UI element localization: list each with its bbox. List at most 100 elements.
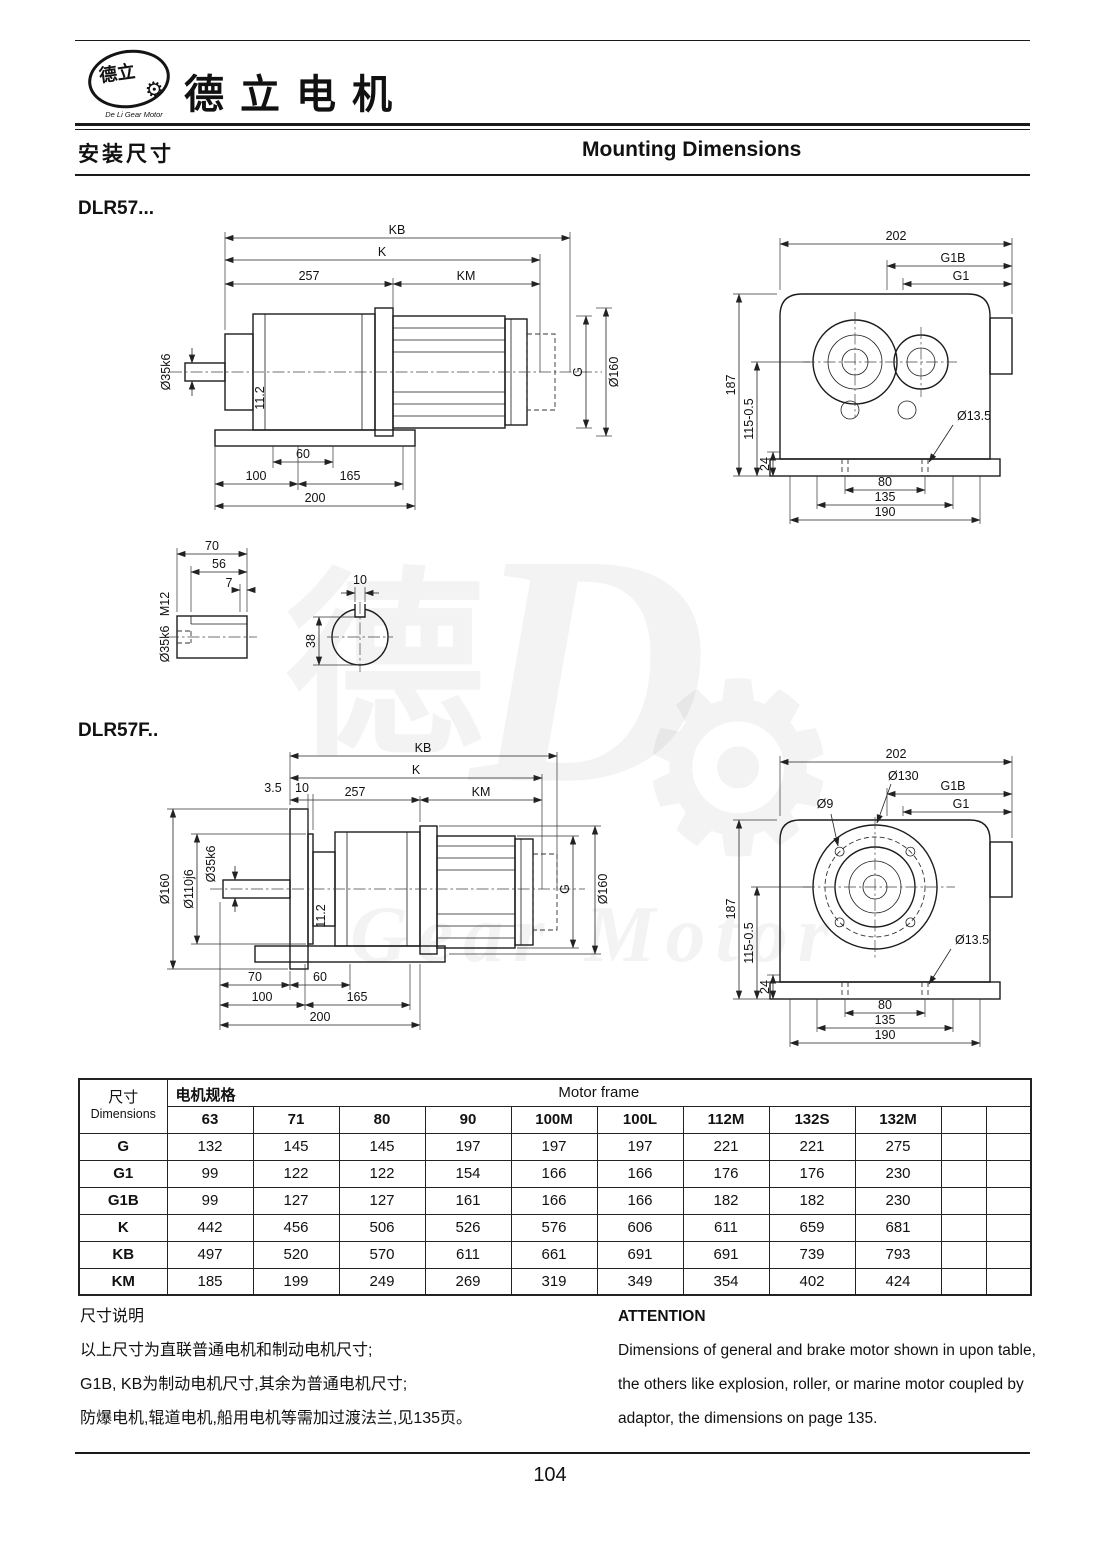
table-cell: 402 xyxy=(768,1267,856,1296)
dim-label: 10 xyxy=(353,573,367,587)
notes-zh-line: G1B, KB为制动电机尺寸,其余为普通电机尺寸; xyxy=(80,1376,408,1393)
dim-label: Ø13.5 xyxy=(957,409,991,423)
table-cell: 185 xyxy=(166,1267,254,1296)
dim-label: 165 xyxy=(347,990,368,1004)
empty-cell xyxy=(985,1240,1032,1269)
dim-label: Ø160 xyxy=(596,874,610,905)
motor-frame-label-en: Motor frame xyxy=(558,1084,640,1101)
drawing-dimensions: 70 56 7 M12 Ø35k6 10 38 xyxy=(158,540,379,666)
notes-en-line: Dimensions of general and brake motor sh… xyxy=(618,1342,1036,1359)
table-cell: 230 xyxy=(854,1159,942,1188)
empty-cell xyxy=(985,1267,1032,1296)
dlr57-side-view-drawing: KB K 257 KM Ø35k6 11.2 G Ø160 60 xyxy=(159,223,620,510)
table-cell: 127 xyxy=(252,1186,340,1215)
table-row: G1B 99 127 127 161 166 166 182 182 230 xyxy=(78,1186,1032,1215)
dim-label: M12 xyxy=(158,592,172,616)
dim-label: 100 xyxy=(252,990,273,1004)
dim-label: 187 xyxy=(725,375,738,396)
dim-label: K xyxy=(378,245,387,259)
frame-header-cell: 71 xyxy=(252,1105,340,1134)
notes-zh-line: 以上尺寸为直联普通电机和制动电机尺寸; xyxy=(80,1342,373,1359)
title-underline xyxy=(75,174,1030,176)
dim-label: KB xyxy=(389,223,406,237)
table-cell: 576 xyxy=(510,1213,598,1242)
attention-title: ATTENTION xyxy=(618,1308,706,1325)
empty-cell xyxy=(940,1267,987,1296)
dim-label: 24 xyxy=(758,457,772,471)
page-title-zh: 安装尺寸 xyxy=(78,143,174,166)
empty-cell xyxy=(940,1159,987,1188)
frame-header-cell: 112M xyxy=(682,1105,770,1134)
dim-label: 165 xyxy=(340,469,361,483)
dim-label: 200 xyxy=(310,1010,331,1024)
logo-gear-icon: ⚙ xyxy=(143,77,166,103)
drawing-dimensions: 202 G1B G1 187 115-0.5 24 Ø13.5 80 xyxy=(725,229,1013,524)
table-cell: 145 xyxy=(252,1132,340,1161)
dim-label: 187 xyxy=(725,899,738,920)
table-row: KM 185 199 249 269 319 349 354 402 424 xyxy=(78,1267,1032,1296)
empty-cell xyxy=(985,1213,1032,1242)
table-cell: 269 xyxy=(424,1267,512,1296)
row-label-cell: G xyxy=(78,1132,168,1161)
table-cell: 230 xyxy=(854,1186,942,1215)
page-number: 104 xyxy=(533,1464,567,1486)
dim-label: K xyxy=(412,763,421,777)
drawing-dimensions: KB K 257 KM 3.5 10 Ø160 Ø110j6 Ø35k6 11.… xyxy=(158,742,610,1030)
table-cell: 145 xyxy=(338,1132,426,1161)
frame-header-cell: 132M xyxy=(854,1105,942,1134)
dim-label: Ø35k6 xyxy=(158,626,172,663)
table-cell: 197 xyxy=(510,1132,598,1161)
motor-frame-header-cell: 电机规格 Motor frame xyxy=(166,1078,1032,1107)
drawing-geometry xyxy=(210,808,585,970)
frame-header-cell: 63 xyxy=(166,1105,254,1134)
table-cell: 349 xyxy=(596,1267,684,1296)
row-label-cell: G1 xyxy=(78,1159,168,1188)
table-cell: 275 xyxy=(854,1132,942,1161)
table-row: KB 497 520 570 611 661 691 691 739 793 xyxy=(78,1240,1032,1269)
dlr57f-side-view-drawing: KB K 257 KM 3.5 10 Ø160 Ø110j6 Ø35k6 11.… xyxy=(158,742,610,1030)
footer-rule xyxy=(75,1452,1030,1454)
notes-en: ATTENTION Dimensions of general and brak… xyxy=(618,1300,1036,1436)
dim-label: 24 xyxy=(758,980,772,994)
notes-en-line: the others like explosion, roller, or ma… xyxy=(618,1376,1024,1393)
dim-label: G xyxy=(558,884,572,894)
dlr57-front-view-drawing: 202 G1B G1 187 115-0.5 24 Ø13.5 80 xyxy=(725,229,1013,524)
table-cell: 424 xyxy=(854,1267,942,1296)
table-cell: 161 xyxy=(424,1186,512,1215)
table-cell: 166 xyxy=(510,1159,598,1188)
table-cell: 122 xyxy=(338,1159,426,1188)
dim-label: G1 xyxy=(953,797,970,811)
table-cell: 154 xyxy=(424,1159,512,1188)
table-cell: 221 xyxy=(682,1132,770,1161)
dim-label: KM xyxy=(472,785,491,799)
drawing-geometry xyxy=(769,817,1013,1000)
table-cell: 199 xyxy=(252,1267,340,1296)
dim-label: Ø35k6 xyxy=(204,846,218,883)
dim-label: 135 xyxy=(875,490,896,504)
table-cell: 506 xyxy=(338,1213,426,1242)
table-cell: 606 xyxy=(596,1213,684,1242)
dim-label: Ø35k6 xyxy=(159,354,173,391)
dimensions-table: 尺寸 Dimensions 电机规格 Motor frame 63 71 80 … xyxy=(78,1078,1033,1296)
table-frame-row: 63 71 80 90 100M 100L 112M 132S 132M xyxy=(79,1105,1032,1134)
header-rule-thin xyxy=(75,129,1030,130)
section-label-dlr57: DLR57... xyxy=(78,198,155,219)
row-label-cell: G1B xyxy=(78,1186,168,1215)
empty-cell xyxy=(940,1186,987,1215)
dim-label: 70 xyxy=(248,970,262,984)
empty-cell xyxy=(985,1105,1032,1134)
table-cell: 166 xyxy=(596,1159,684,1188)
table-cell: 691 xyxy=(596,1240,684,1269)
drawing-geometry xyxy=(170,307,602,447)
table-cell: 176 xyxy=(682,1159,770,1188)
shaft-detail-drawing: 70 56 7 M12 Ø35k6 10 38 xyxy=(158,540,393,672)
dim-label: 7 xyxy=(226,576,233,590)
dim-label: KM xyxy=(457,269,476,283)
dim-label: Ø160 xyxy=(607,357,620,388)
dim-label: 190 xyxy=(875,1028,896,1042)
table-cell: 182 xyxy=(682,1186,770,1215)
table-cell: 176 xyxy=(768,1159,856,1188)
table-cell: 691 xyxy=(682,1240,770,1269)
dim-label: Ø110j6 xyxy=(182,869,196,908)
